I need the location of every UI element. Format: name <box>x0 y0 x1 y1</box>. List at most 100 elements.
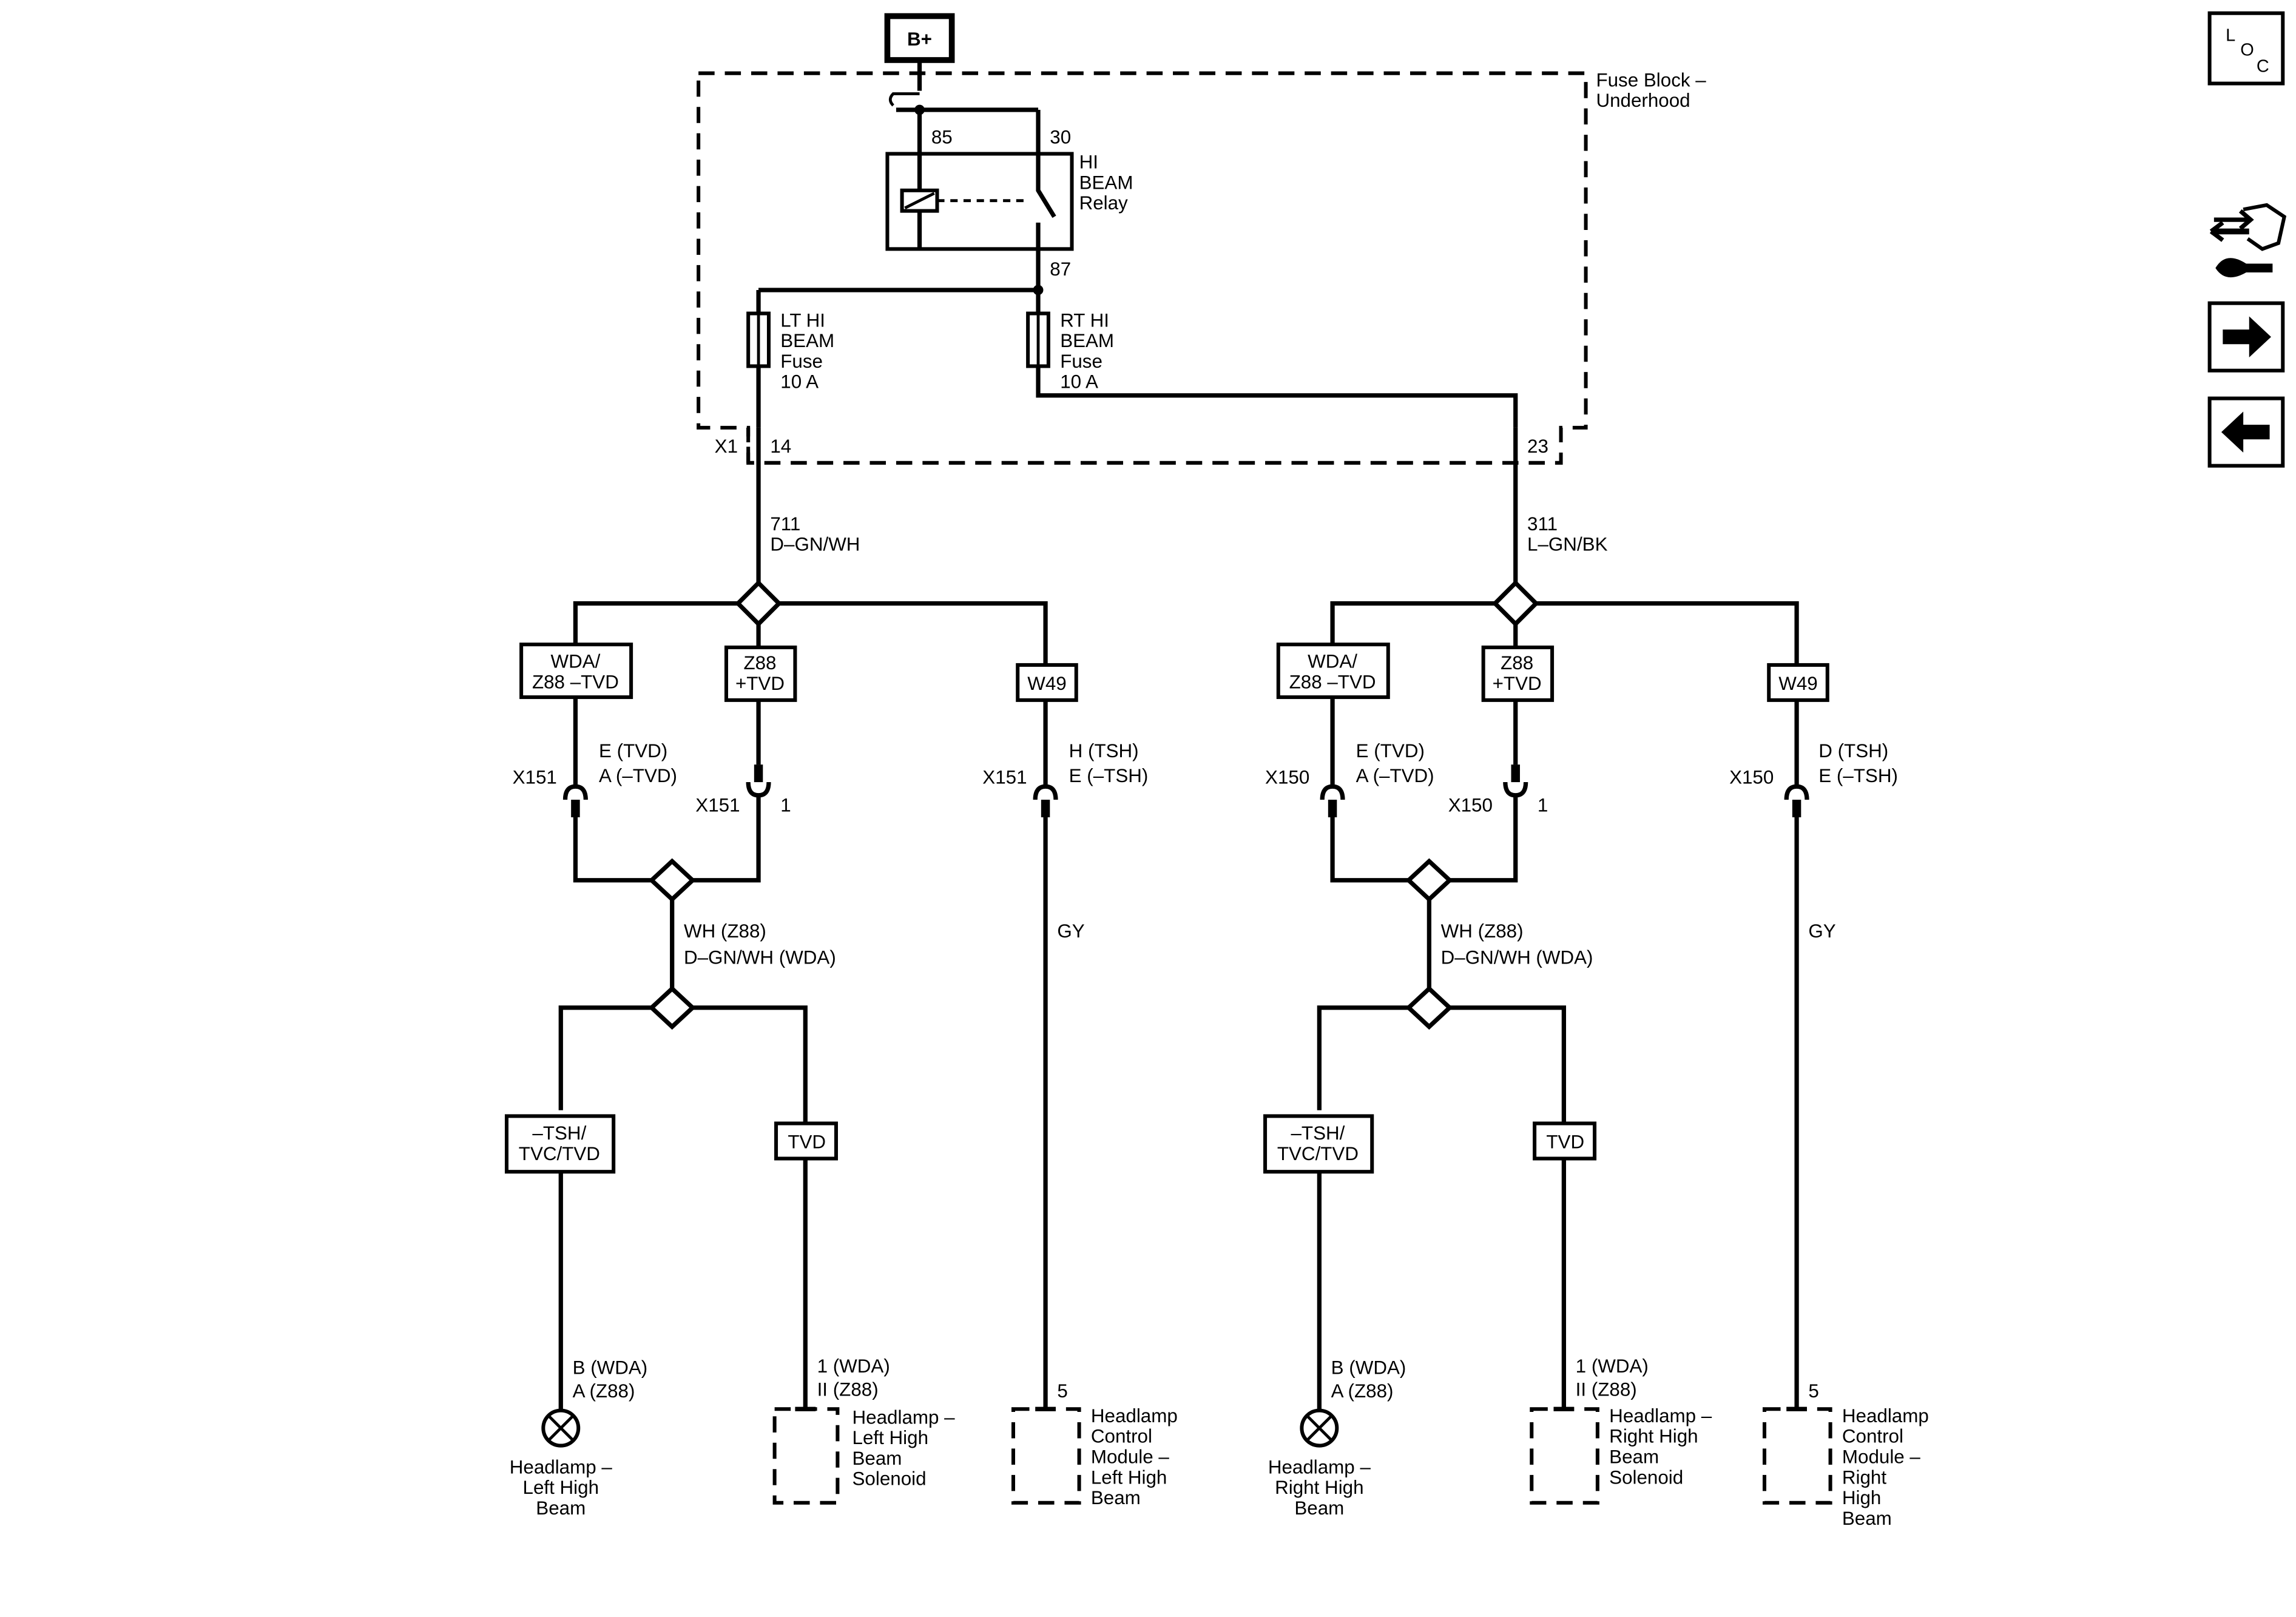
left-high-beam-solenoid <box>772 1407 840 1505</box>
left-module-name-1: Headlamp <box>1091 1405 1178 1426</box>
lt-fuse-label-2: BEAM <box>780 330 834 351</box>
right-module-name-5: High <box>1842 1487 1881 1508</box>
left-option-z88-tvd: Z88 +TVD <box>724 645 797 702</box>
rt-fuse-label-3: Fuse <box>1060 351 1102 372</box>
left-conn-c-pin2: E (–TSH) <box>1069 765 1149 786</box>
left-conn-a-name: X151 <box>513 766 557 788</box>
left-lamp-pin1: B (WDA) <box>573 1357 648 1378</box>
circuit-311-color: L–GN/BK <box>1527 534 1608 555</box>
right-solenoid-name-4: Solenoid <box>1609 1467 1683 1488</box>
right-lamp-name-3: Beam <box>1294 1497 1344 1519</box>
right-opt-tsh-line1: –TSH/ <box>1291 1122 1345 1144</box>
x1-pin-14: 14 <box>770 436 791 457</box>
x1-pin-23: 23 <box>1527 436 1548 457</box>
right-low-splice <box>1405 985 1453 1030</box>
relay-pin-85: 85 <box>931 127 953 148</box>
rt-fuse-label-4: 10 A <box>1060 371 1098 393</box>
right-module-name-2: Control <box>1842 1426 1903 1447</box>
left-branch <box>558 601 1048 1409</box>
right-solenoid-name-1: Headlamp – <box>1609 1405 1712 1426</box>
right-module-name-4: Right <box>1842 1467 1886 1488</box>
left-splice-wire-2: D–GN/WH (WDA) <box>684 947 836 968</box>
right-solenoid-name-2: Right High <box>1609 1426 1698 1447</box>
right-conn-a-name: X150 <box>1265 766 1309 788</box>
right-lamp-pin1: B (WDA) <box>1331 1357 1406 1378</box>
right-option-wda-z88: WDA/ Z88 –TVD <box>1276 643 1390 700</box>
rt-fuse-label-2: BEAM <box>1060 330 1114 351</box>
x1-connector-label: X1 <box>715 436 738 457</box>
right-high-beam-solenoid <box>1530 1407 1599 1505</box>
relay-name-3: Relay <box>1079 192 1128 214</box>
left-low-splice <box>648 985 696 1030</box>
right-conn-b-name: X150 <box>1448 794 1493 815</box>
right-opt-w49: W49 <box>1778 673 1817 694</box>
right-conn-a-pin1: E (TVD) <box>1356 740 1425 761</box>
left-conn-a-pin1: E (TVD) <box>599 740 667 761</box>
circuit-711-color: D–GN/WH <box>770 534 860 555</box>
left-conn-a-pin2: A (–TVD) <box>599 765 677 786</box>
right-conn-c-pin2: E (–TSH) <box>1818 765 1898 786</box>
left-option-w49: W49 <box>1016 663 1078 702</box>
left-option-wda-z88: WDA/ Z88 –TVD <box>519 643 633 700</box>
right-module-name-1: Headlamp <box>1842 1405 1929 1426</box>
right-mid-splice <box>1405 858 1453 903</box>
right-option-tvd: TVD <box>1533 1121 1597 1161</box>
left-solenoid-name-2: Left High <box>853 1427 928 1448</box>
right-solenoid-pin2: II (Z88) <box>1576 1379 1637 1400</box>
lt-fuse-label-4: 10 A <box>780 371 819 393</box>
right-module-name-3: Module – <box>1842 1447 1921 1468</box>
left-opt-tsh-line2: TVC/TVD <box>519 1143 600 1164</box>
right-splice-wire-2: D–GN/WH (WDA) <box>1441 947 1593 968</box>
right-opt-tvd: TVD <box>1546 1132 1584 1153</box>
right-lamp-name-1: Headlamp – <box>1268 1456 1371 1477</box>
left-connector-b-symbol <box>746 765 771 798</box>
rt-fuse-label-1: RT HI <box>1060 309 1109 331</box>
location-button[interactable]: L O C <box>2207 11 2285 86</box>
right-module-name-6: Beam <box>1842 1508 1892 1529</box>
fuse-block-title-1: Fuse Block – <box>1596 69 1706 90</box>
lt-fuse-label-1: LT HI <box>780 309 825 331</box>
relay-name-2: BEAM <box>1079 172 1133 193</box>
right-opt-tsh-line2: TVC/TVD <box>1277 1143 1359 1164</box>
right-option-tsh: –TSH/ TVC/TVD <box>1263 1114 1374 1174</box>
left-solenoid-pin2: II (Z88) <box>817 1379 879 1400</box>
relay-name-1: HI <box>1079 152 1098 173</box>
right-gy-wire: GY <box>1808 920 1835 942</box>
right-lamp-pin2: A (Z88) <box>1331 1380 1394 1402</box>
left-lamp-name-1: Headlamp – <box>510 1456 613 1477</box>
right-connector-a-symbol <box>1320 784 1345 817</box>
right-splice-wire-1: WH (Z88) <box>1441 920 1524 942</box>
left-option-tsh: –TSH/ TVC/TVD <box>504 1114 616 1174</box>
left-opt-z88-line2: +TVD <box>735 673 785 694</box>
relay-pin-30: 30 <box>1050 127 1071 148</box>
left-opt-tsh-line1: –TSH/ <box>532 1122 586 1144</box>
right-opt-wda-line2: Z88 –TVD <box>1289 672 1376 693</box>
fuse-block-outline <box>697 71 1588 465</box>
battery-terminal: B+ <box>884 13 955 63</box>
left-module-name-4: Left High <box>1091 1467 1167 1488</box>
left-module-name-3: Module – <box>1091 1447 1170 1468</box>
left-top-splice <box>735 579 782 627</box>
right-conn-b-pin: 1 <box>1538 794 1548 815</box>
arrow-right-icon[interactable] <box>2207 301 2285 373</box>
left-opt-wda-line1: WDA/ <box>550 651 600 672</box>
right-top-splice <box>1491 579 1539 627</box>
right-headlamp-control-module <box>1762 1407 1832 1505</box>
left-splice-wire-1: WH (Z88) <box>684 920 766 942</box>
left-headlamp-bulb-icon <box>541 1408 581 1448</box>
left-opt-w49: W49 <box>1027 673 1066 694</box>
lt-fuse-label-3: Fuse <box>780 351 823 372</box>
right-option-w49: W49 <box>1767 663 1829 702</box>
right-conn-c-name: X150 <box>1729 766 1774 788</box>
fuse-block-title-2: Underhood <box>1596 90 1690 111</box>
left-solenoid-pin1: 1 (WDA) <box>817 1355 890 1377</box>
right-connector-c-symbol <box>1784 784 1809 817</box>
loc-letter-o: O <box>2240 41 2254 60</box>
arrow-left-icon[interactable] <box>2207 396 2285 468</box>
left-opt-wda-line2: Z88 –TVD <box>532 672 619 693</box>
circuit-711-number: 711 <box>770 513 800 535</box>
component-connector-icon[interactable] <box>2209 203 2287 278</box>
left-conn-b-name: X151 <box>695 794 740 815</box>
right-branch <box>1317 601 1799 1409</box>
